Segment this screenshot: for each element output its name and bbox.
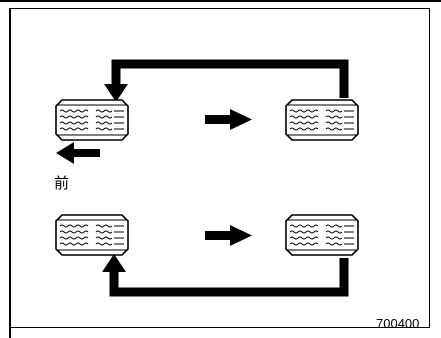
front-left-tire (55, 99, 129, 141)
rotation-arrow-bottom-right-to-left (102, 254, 349, 297)
left-rule (9, 8, 11, 338)
figure-code: 700400 (376, 316, 420, 331)
top-rule (0, 0, 441, 2)
front-label: 前 (54, 174, 70, 192)
rotation-arrow-top-right-to-left (104, 59, 349, 102)
front-direction-arrow (56, 142, 100, 164)
rotation-arrow-left-to-right-lower (205, 225, 252, 246)
front-right-tire (285, 99, 359, 141)
rear-left-tire (55, 214, 129, 256)
rotation-arrow-left-to-right-upper (205, 109, 252, 130)
rear-right-tire (285, 214, 359, 256)
